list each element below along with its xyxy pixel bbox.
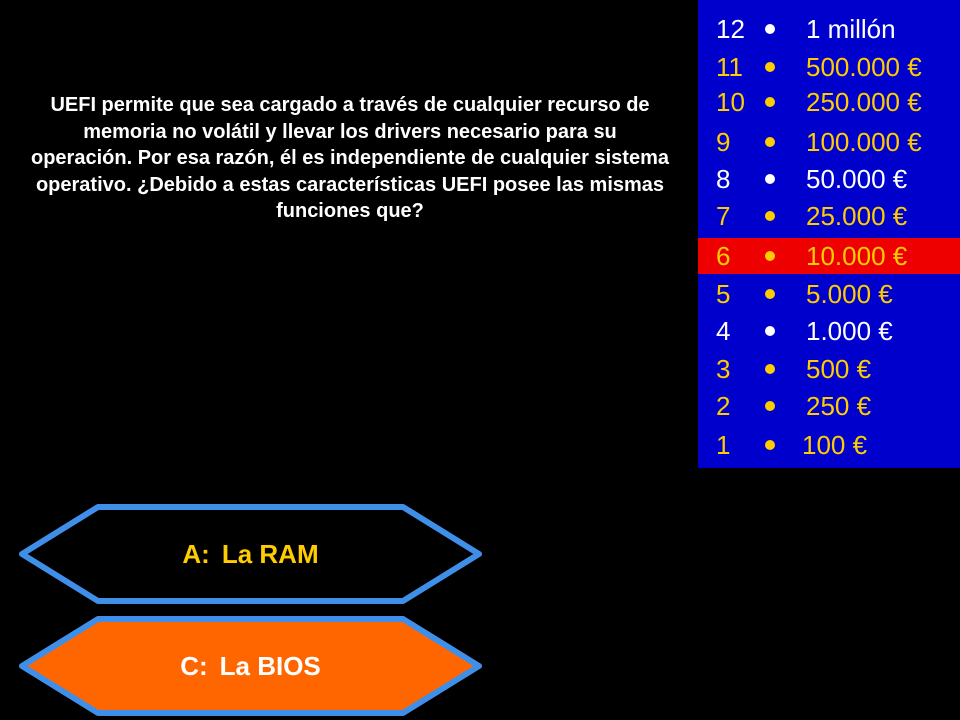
level-7: 7 25.000 € <box>698 198 960 234</box>
level-amount: 100 € <box>802 430 868 460</box>
level-dot-icon <box>765 137 775 147</box>
answer-a-frame <box>19 504 482 604</box>
level-amount: 250.000 € <box>806 87 922 117</box>
level-number: 11 <box>716 52 743 82</box>
answer-c-button-selected[interactable]: C: La BIOS <box>18 616 483 716</box>
level-number: 5 <box>716 279 731 309</box>
level-amount: 500.000 € <box>806 52 922 82</box>
level-dot-icon <box>765 364 775 374</box>
level-dot-icon <box>765 211 775 221</box>
level-2: 2 250 € <box>698 388 960 424</box>
level-6-current: 6 10.000 € <box>698 238 960 274</box>
level-10: 10 250.000 € <box>698 84 960 120</box>
level-dot-icon <box>765 251 775 261</box>
level-number: 8 <box>716 164 731 194</box>
level-dot-icon <box>765 24 775 34</box>
answer-text: La BIOS <box>219 651 321 681</box>
level-8: 8 50.000 € <box>698 161 960 197</box>
money-ladder: 12 1 millón 11 500.000 € 10 250.000 € 9 … <box>698 0 960 468</box>
level-number: 7 <box>716 201 731 231</box>
level-amount: 5.000 € <box>806 279 893 309</box>
answer-c-frame <box>19 616 482 716</box>
level-number: 4 <box>716 316 731 346</box>
level-dot-icon <box>765 97 775 107</box>
level-dot-icon <box>765 440 775 450</box>
level-number: 3 <box>716 354 731 384</box>
level-amount: 500 € <box>806 354 872 384</box>
level-amount: 10.000 € <box>806 241 908 271</box>
answer-a-label: A: La RAM <box>18 504 483 604</box>
level-amount: 25.000 € <box>806 201 908 231</box>
level-number: 1 <box>716 430 731 460</box>
level-dot-icon <box>765 62 775 72</box>
level-number: 9 <box>716 127 731 157</box>
level-dot-icon <box>765 326 775 336</box>
level-number: 10 <box>716 87 745 117</box>
level-amount: 50.000 € <box>806 164 908 194</box>
level-number: 2 <box>716 391 731 421</box>
level-dot-icon <box>765 174 775 184</box>
level-number: 12 <box>716 14 745 44</box>
level-5: 5 5.000 € <box>698 276 960 312</box>
level-dot-icon <box>765 401 775 411</box>
level-12: 12 1 millón <box>698 11 960 47</box>
question-text: UEFI permite que sea cargado a través de… <box>31 94 669 222</box>
answer-text: La RAM <box>221 539 319 569</box>
answer-c-label: C: La BIOS <box>18 616 483 716</box>
level-9: 9 100.000 € <box>698 124 960 160</box>
level-dot-icon <box>765 289 775 299</box>
level-1: 1 100 € <box>698 427 960 463</box>
level-11: 11 500.000 € <box>698 49 960 85</box>
answer-letter: C: <box>180 651 208 681</box>
level-number: 6 <box>716 241 731 271</box>
level-amount: 1 millón <box>806 14 896 44</box>
level-amount: 100.000 € <box>806 127 922 157</box>
answer-a-button[interactable]: A: La RAM <box>18 504 483 604</box>
level-3: 3 500 € <box>698 351 960 387</box>
answer-letter: A: <box>182 539 210 569</box>
level-amount: 1.000 € <box>806 316 893 346</box>
level-amount: 250 € <box>806 391 872 421</box>
level-4: 4 1.000 € <box>698 313 960 349</box>
